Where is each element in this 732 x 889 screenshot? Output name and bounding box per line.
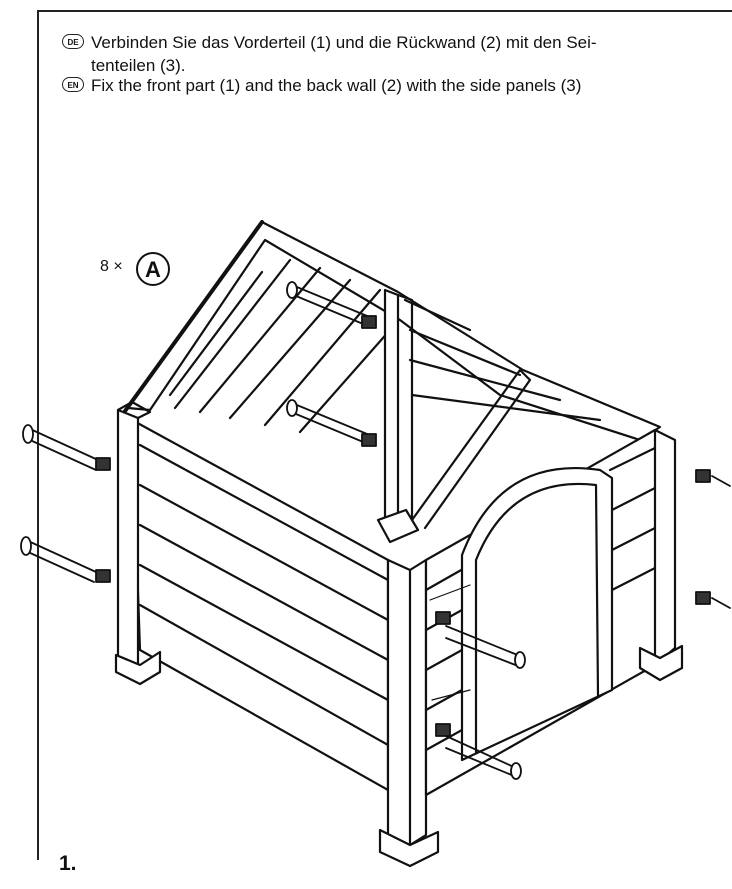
language-badge-de: DE (62, 34, 84, 49)
center-post (376, 288, 532, 544)
instruction-de: DE Verbinden Sie das Vorderteil (1) und … (62, 31, 732, 77)
front-corner-post (378, 558, 440, 868)
part-label-circle: A (136, 252, 170, 286)
language-badge-en: EN (62, 77, 84, 92)
front-wall (424, 428, 684, 797)
page-frame-top (37, 10, 732, 12)
page-frame-left (37, 10, 39, 860)
instruction-text-de: Verbinden Sie das Vorderteil (1) und die… (91, 33, 597, 75)
instruction-text-en: Fix the front part (1) and the back wall… (91, 76, 582, 95)
bolts (20, 281, 731, 780)
step-number: 1. (59, 852, 77, 875)
part-quantity: 8 × (100, 258, 123, 275)
side-panel-left (114, 400, 390, 792)
instruction-en: EN Fix the front part (1) and the back w… (62, 74, 732, 97)
